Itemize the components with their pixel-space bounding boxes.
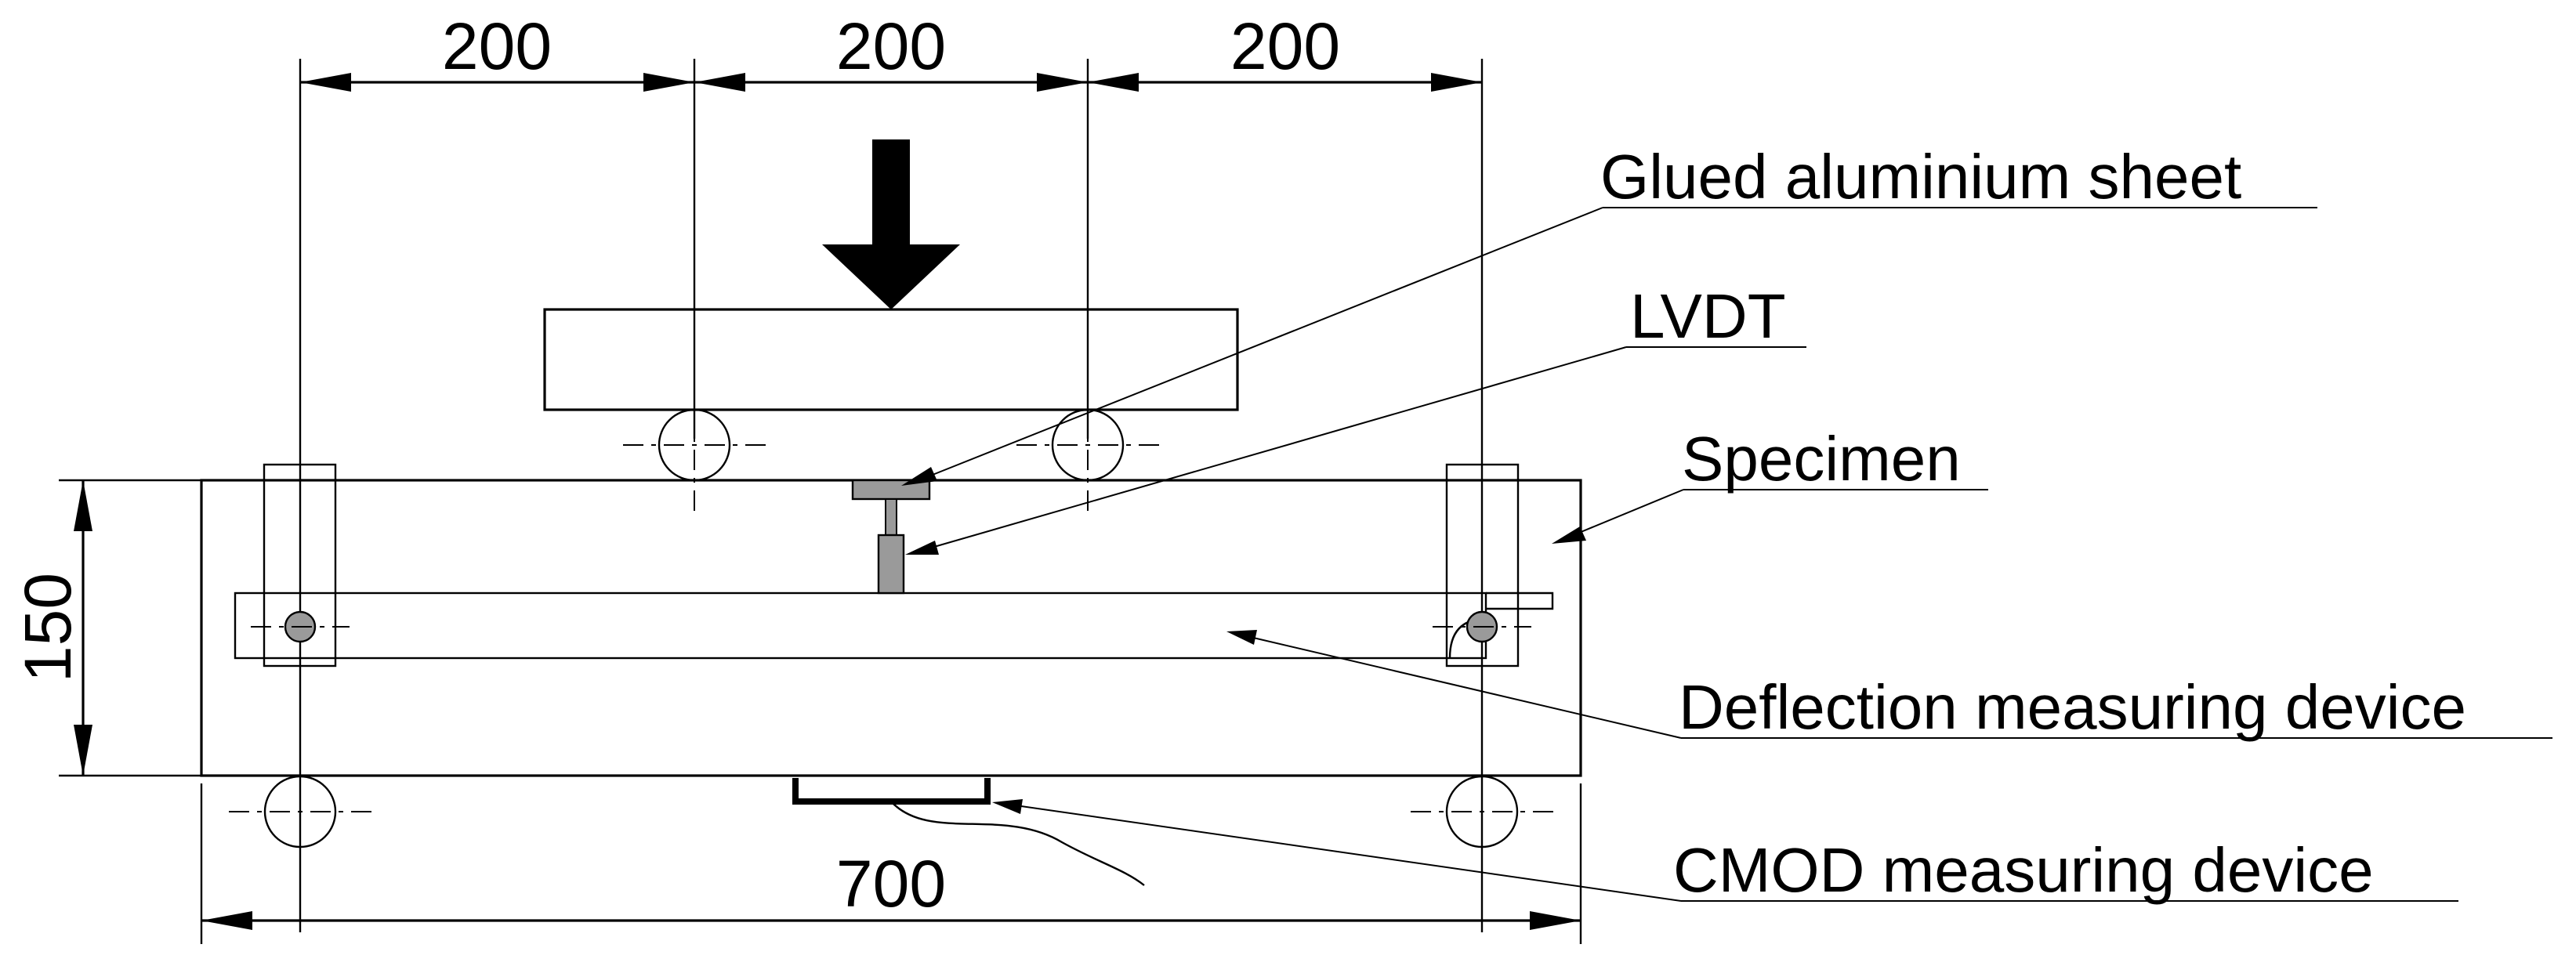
dimension-span-3: 200: [1230, 9, 1340, 83]
arrowhead: [694, 73, 745, 92]
label-lvdt: LVDT: [1630, 281, 1786, 351]
deflection-measuring-bar: [234, 592, 1554, 660]
callout-cmod-device: CMOD measuring device: [992, 799, 2458, 905]
load-arrow: [822, 139, 960, 309]
support-roller-left: [229, 775, 371, 848]
dimension-span-2: 200: [836, 9, 946, 83]
yoke-right: [1445, 463, 1520, 668]
yoke-pin-right: [1433, 610, 1531, 643]
loading-beam: [543, 308, 1239, 411]
lvdt-rod: [885, 498, 897, 536]
label-aluminium-sheet: Glued aluminium sheet: [1600, 142, 2241, 212]
callout-deflection-device: Deflection measuring device: [1226, 630, 2552, 742]
yoke-left: [263, 463, 337, 668]
top-dimension-chain: 200 200 200: [299, 9, 1484, 932]
callout-lvdt: LVDT: [905, 281, 1806, 555]
label-specimen: Specimen: [1682, 424, 1961, 494]
support-roller-right: [1411, 775, 1553, 848]
arrowhead: [643, 73, 694, 92]
label-deflection-device: Deflection measuring device: [1679, 672, 2466, 742]
arrowhead: [1037, 73, 1088, 92]
length-dimension: 700: [200, 783, 1582, 944]
arrowhead: [300, 73, 351, 92]
height-dimension: 150: [11, 479, 201, 777]
callout-aluminium-sheet: Glued aluminium sheet: [901, 142, 2317, 486]
dimension-height: 150: [11, 573, 85, 682]
dimension-span-1: 200: [442, 9, 552, 83]
lvdt-body: [877, 534, 905, 595]
cmod-measuring-device: [792, 778, 1145, 886]
yoke-pin-left: [251, 610, 350, 643]
arrowhead: [1431, 73, 1482, 92]
dimension-length: 700: [836, 847, 946, 921]
arrowhead: [1088, 73, 1139, 92]
label-cmod-device: CMOD measuring device: [1673, 835, 2374, 905]
callout-specimen: Specimen: [1552, 424, 1988, 544]
